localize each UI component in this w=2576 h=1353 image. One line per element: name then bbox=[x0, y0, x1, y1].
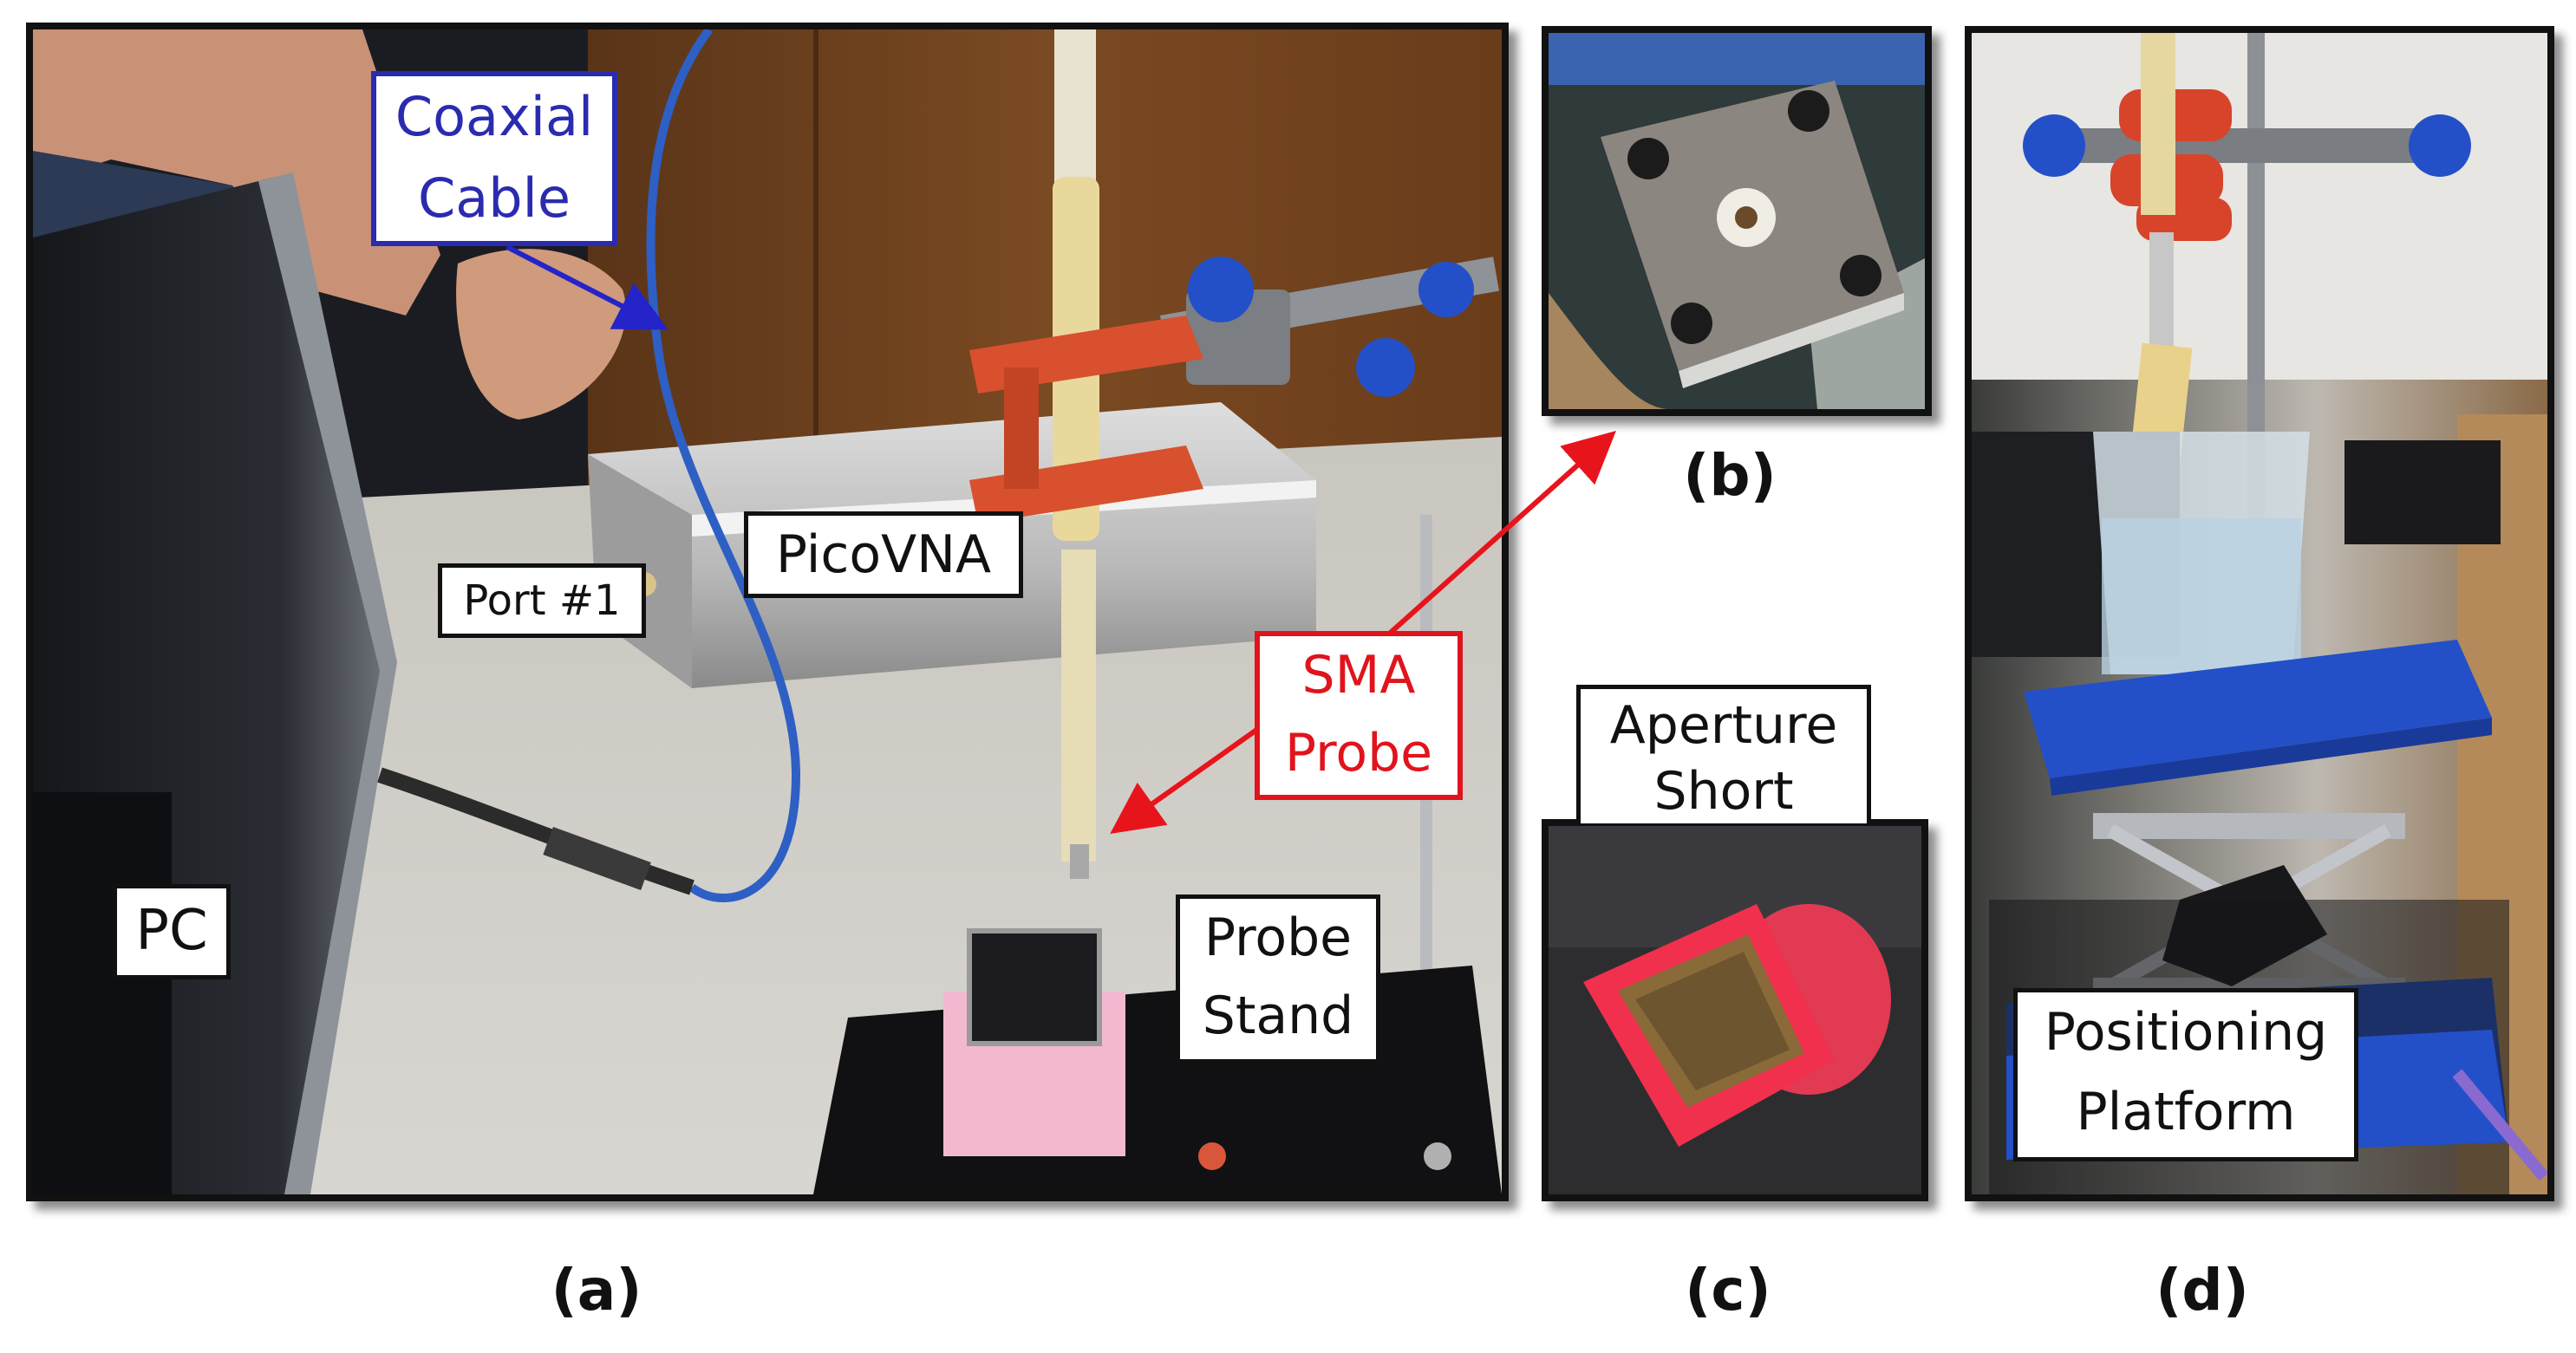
probe-stand-label: Probe Stand bbox=[1176, 894, 1380, 1064]
sma-connector-closeup-photo bbox=[1549, 33, 1925, 409]
picovna-label: PicoVNA bbox=[744, 511, 1023, 598]
probe-stand-label-line1: Probe bbox=[1203, 907, 1353, 968]
sma-probe-label: SMA Probe bbox=[1255, 631, 1463, 800]
photo-panel-c bbox=[1542, 819, 1928, 1201]
positioning-platform-label-line2: Platform bbox=[2076, 1082, 2296, 1142]
caption-c: (c) bbox=[1685, 1257, 1771, 1324]
positioning-platform-label-line1: Positioning bbox=[2044, 1002, 2328, 1063]
caption-d: (d) bbox=[2155, 1257, 2249, 1324]
sma-probe-label-line1: SMA bbox=[1301, 645, 1416, 706]
photo-panel-b bbox=[1542, 26, 1932, 416]
coaxial-cable-label: Coaxial Cable bbox=[371, 71, 617, 246]
probe-stand-label-line2: Stand bbox=[1202, 985, 1354, 1046]
pc-label-text: PC bbox=[135, 899, 208, 963]
port1-label: Port #1 bbox=[438, 563, 646, 638]
caption-a: (a) bbox=[551, 1257, 642, 1324]
caption-b: (b) bbox=[1683, 442, 1777, 509]
aperture-short-photo bbox=[1549, 826, 1921, 1194]
coaxial-cable-label-line1: Coaxial bbox=[395, 85, 594, 148]
port1-label-text: Port #1 bbox=[463, 576, 621, 625]
pc-label: PC bbox=[113, 884, 231, 979]
positioning-platform-label: Positioning Platform bbox=[2013, 988, 2358, 1161]
picovna-label-text: PicoVNA bbox=[775, 524, 992, 585]
aperture-short-label-line1: Aperture bbox=[1609, 695, 1838, 756]
coaxial-cable-label-line2: Cable bbox=[417, 166, 571, 230]
aperture-short-label-line2: Short bbox=[1653, 761, 1794, 822]
sma-probe-label-line2: Probe bbox=[1284, 723, 1433, 784]
aperture-short-label: Aperture Short bbox=[1576, 685, 1871, 823]
